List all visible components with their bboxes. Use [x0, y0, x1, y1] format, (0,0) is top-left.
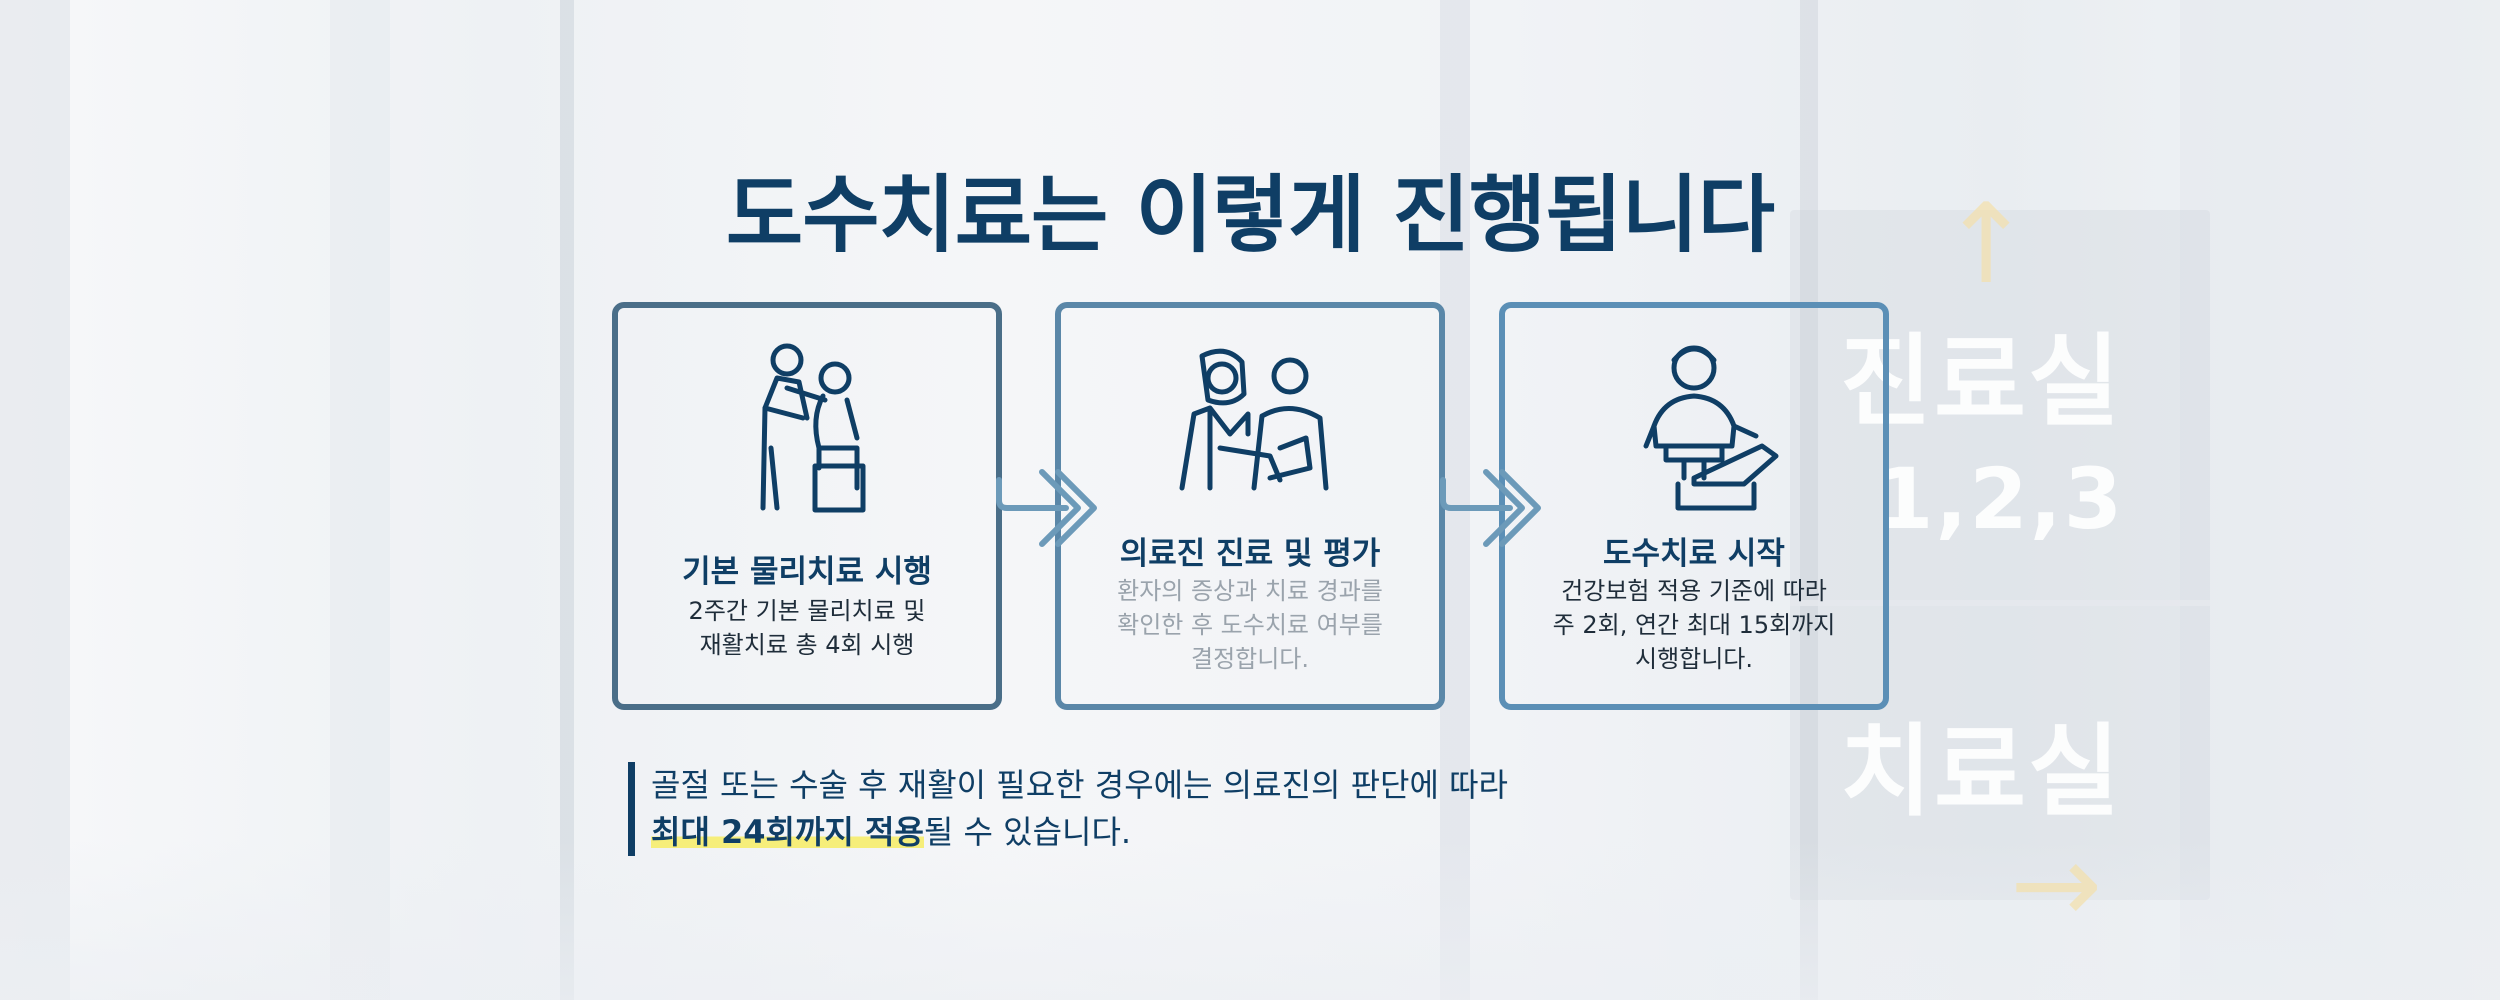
arrow-up-icon: ↑ — [1940, 180, 2033, 308]
step-title: 의료진 진료 및 평가 — [1119, 536, 1381, 572]
footnote-highlight: 최대 24회까지 적용 — [651, 813, 924, 851]
step-card-1: 기본 물리치료 시행 2주간 기본 물리치료 및 재활치료 총 4회 시행 — [612, 302, 1002, 710]
background-sign-text: 치료실 — [1840, 713, 2122, 830]
step-title: 도수치료 시작 — [1603, 536, 1785, 572]
doctor-consulting-patient-icon — [1061, 338, 1439, 518]
manual-therapy-icon — [1505, 338, 1883, 518]
background-sign-board — [1790, 210, 2210, 900]
step-connector-arrow — [1440, 460, 1550, 574]
step-description: 건강보험 적용 기준에 따라 주 2회, 연간 최대 15회까지 시행합니다. — [1552, 577, 1836, 673]
step-description: 환자의 증상과 치료 경과를 확인한 후 도수치료 여부를 결정합니다. — [1117, 577, 1383, 673]
step-description: 2주간 기본 물리치료 및 재활치료 총 4회 시행 — [688, 597, 926, 659]
page-title: 도수치료는 이렇게 진행됩니다 — [725, 166, 1775, 264]
footnote: 골절 또는 수술 후 재활이 필요한 경우에는 의료진의 판단에 따라 최대 2… — [628, 762, 1508, 856]
background-sign-text: 1,2,3 — [1875, 450, 2125, 548]
step-title: 기본 물리치료 시행 — [682, 554, 932, 590]
arrow-right-icon: → — [2010, 820, 2103, 948]
step-card-2: 의료진 진료 및 평가 환자의 증상과 치료 경과를 확인한 후 도수치료 여부… — [1055, 302, 1445, 710]
footnote-line-1: 골절 또는 수술 후 재활이 필요한 경우에는 의료진의 판단에 따라 — [651, 766, 1508, 804]
step-card-3: 도수치료 시작 건강보험 적용 기준에 따라 주 2회, 연간 최대 15회까지… — [1499, 302, 1889, 710]
footnote-line-2: 최대 24회까지 적용될 수 있습니다. — [651, 813, 1132, 851]
therapist-assisting-patient-icon — [618, 338, 996, 518]
step-connector-arrow — [996, 460, 1106, 574]
